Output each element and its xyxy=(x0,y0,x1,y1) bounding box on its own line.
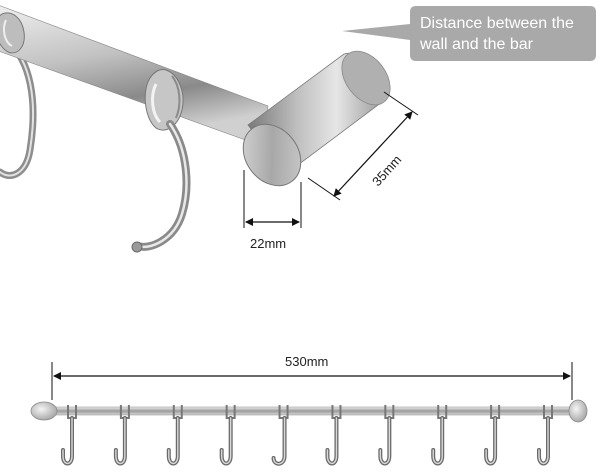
rack-left-end-cap xyxy=(30,401,58,421)
rack-right-end-cap xyxy=(568,399,588,423)
rack-hook xyxy=(113,405,130,466)
left-ring xyxy=(0,12,25,54)
rack-hooks xyxy=(61,405,553,466)
rack-hook xyxy=(537,405,553,466)
end-cap-cylinder xyxy=(242,50,391,187)
closeup-rod-assembly xyxy=(0,5,391,253)
wall-distance-dimension-line xyxy=(333,111,413,197)
callout-line-2: wall and the bar xyxy=(419,36,534,53)
diameter-label: 22mm xyxy=(250,236,286,251)
full-rack: 530mm xyxy=(30,354,588,466)
bar-length-label: 530mm xyxy=(285,354,328,369)
rack-hook xyxy=(166,405,183,466)
rack-hook xyxy=(271,405,289,466)
rack-bar xyxy=(45,406,583,416)
callout-line-1: Distance between the xyxy=(420,15,574,32)
wall-distance-label: 35mm xyxy=(369,152,404,189)
rack-hook xyxy=(219,405,236,466)
end-cap-face xyxy=(242,123,302,187)
middle-ring xyxy=(144,69,184,131)
rack-hook xyxy=(378,405,395,466)
closeup-rod xyxy=(0,5,269,147)
rack-hook xyxy=(484,405,501,466)
rack-hook xyxy=(61,405,77,466)
callout-shape xyxy=(342,6,596,61)
callout-bubble: Distance between the wall and the bar xyxy=(342,6,596,61)
diameter-dimension: 22mm xyxy=(243,170,302,251)
rack-hook xyxy=(431,405,448,466)
rack-hook xyxy=(325,405,342,466)
